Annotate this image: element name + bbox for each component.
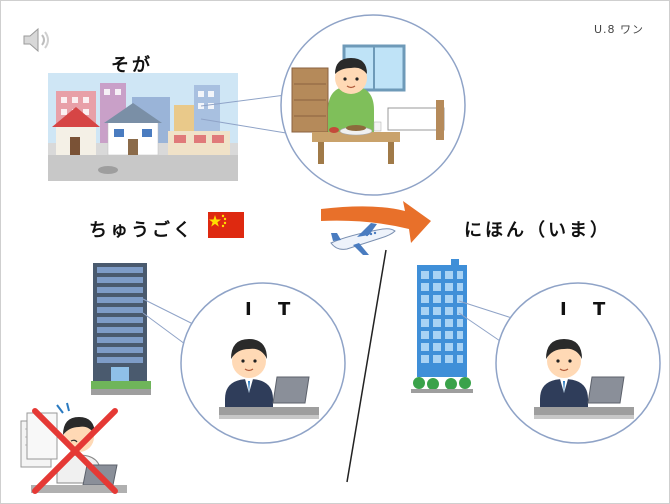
airplane-icon: [319, 199, 434, 259]
thought-connector-japan: [457, 291, 527, 361]
home-dinner-bubble: [278, 12, 468, 198]
place-label-soga: そが: [111, 55, 153, 76]
it-label-japan: I T: [560, 299, 616, 320]
office-building-japan: [411, 259, 473, 395]
thought-connector-china: [141, 291, 211, 361]
cross-mark-icon: [27, 405, 123, 497]
speaker-icon[interactable]: [21, 27, 55, 53]
town-illustration: [48, 73, 238, 181]
unit-label: U.8 ワン: [594, 23, 645, 36]
china-flag-icon: [208, 212, 244, 238]
thought-connector-town: [1, 1, 321, 161]
it-worker-bubble-japan: [494, 281, 662, 445]
office-building-china: [91, 263, 151, 397]
timeline-divider: [341, 246, 391, 486]
place-label-japan-now: にほん（いま）: [464, 220, 611, 241]
it-label-china: I T: [245, 299, 301, 320]
place-label-china: ちゅうごく: [89, 220, 194, 241]
it-worker-bubble-china: [179, 281, 347, 445]
